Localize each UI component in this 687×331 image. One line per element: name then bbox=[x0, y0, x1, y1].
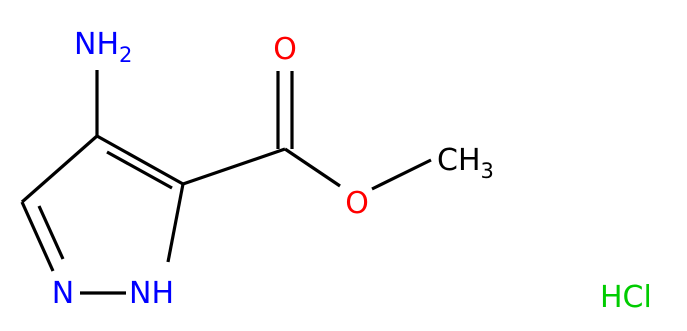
amino-label: NH2 bbox=[74, 27, 132, 67]
bond-c4-c5 bbox=[96, 134, 184, 186]
ring-nh-label: NH bbox=[129, 276, 174, 311]
bonds bbox=[20, 70, 432, 295]
bond-c5-n1 bbox=[166, 183, 185, 263]
counterion-label: HCl bbox=[600, 280, 652, 315]
bond-c4-c5-inner bbox=[106, 150, 173, 190]
bond-c5-ccarbonyl bbox=[182, 147, 286, 186]
bond-c3-n2-inner bbox=[37, 205, 65, 260]
ester-oxygen-label: O bbox=[345, 186, 369, 221]
bond-c-oester bbox=[284, 147, 341, 188]
bond-c4-c3 bbox=[20, 134, 99, 204]
bond-c3-n2 bbox=[20, 201, 55, 272]
ring-n-label: N bbox=[52, 276, 74, 311]
methyl-label: CH3 bbox=[437, 143, 494, 183]
atom-labels: NH2 O O CH3 N NH HCl bbox=[52, 27, 652, 315]
carbonyl-oxygen-label: O bbox=[273, 32, 297, 67]
bond-oester-methyl bbox=[371, 158, 432, 191]
